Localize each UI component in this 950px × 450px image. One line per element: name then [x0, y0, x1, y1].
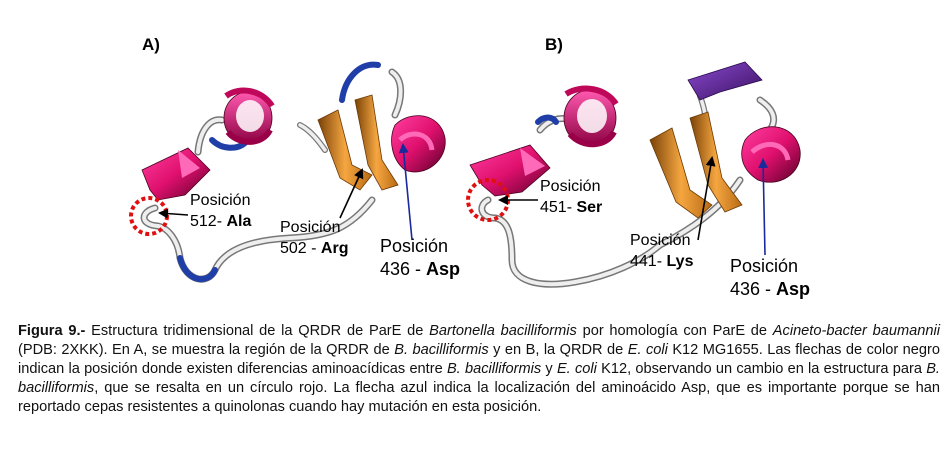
figure-caption: Figura 9.- Estructura tridimensional de …	[18, 323, 940, 415]
svg-text:451- Ser: 451- Ser	[540, 199, 602, 216]
panel-b-strands	[649, 111, 743, 219]
panel-a-label: A)	[142, 35, 160, 54]
svg-text:512- Ala: 512- Ala	[190, 213, 251, 230]
svg-text:Posición: Posición	[380, 236, 448, 256]
svg-text:441- Lys: 441- Lys	[630, 253, 694, 270]
svg-text:Posición: Posición	[280, 219, 340, 236]
panel-a-arrow-512	[158, 208, 189, 219]
panel-b-callout-451: Posición 451- Ser	[540, 178, 602, 216]
panel-b-arrow-436	[758, 158, 769, 256]
panel-b: B)	[466, 35, 810, 299]
caption-label: Figura 9.-	[18, 323, 86, 339]
panel-a-arrow-502	[339, 168, 364, 219]
panel-a: A)	[129, 35, 460, 283]
panel-b-blue-segment	[535, 114, 559, 125]
svg-text:Posición: Posición	[630, 232, 690, 249]
panel-a-strands	[317, 94, 399, 191]
svg-text:Posición: Posición	[540, 178, 600, 195]
panel-a-callout-436: Posición 436 - Asp	[380, 236, 460, 279]
svg-text:Posición: Posición	[190, 192, 250, 209]
panel-b-label: B)	[545, 35, 563, 54]
panel-a-arrow-436	[398, 143, 413, 241]
svg-text:Posición: Posición	[730, 256, 798, 276]
panel-a-highlight-circle	[129, 196, 169, 236]
protein-structure-figure: A)	[129, 35, 810, 299]
panel-b-callout-436: Posición 436 - Asp	[730, 256, 810, 299]
svg-text:436 - Asp: 436 - Asp	[380, 259, 460, 279]
svg-text:502 - Arg: 502 - Arg	[280, 240, 348, 257]
panel-b-purple-strand	[687, 61, 763, 101]
svg-text:436 - Asp: 436 - Asp	[730, 279, 810, 299]
panel-a-helices	[141, 87, 446, 201]
panel-b-arrow-441	[697, 156, 716, 241]
panel-b-helices	[469, 85, 801, 197]
panel-b-callout-441: Posición 441- Lys	[630, 232, 694, 270]
panel-a-callout-512: Posición 512- Ala	[190, 192, 251, 230]
panel-a-callout-502: Posición 502 - Arg	[280, 219, 348, 257]
